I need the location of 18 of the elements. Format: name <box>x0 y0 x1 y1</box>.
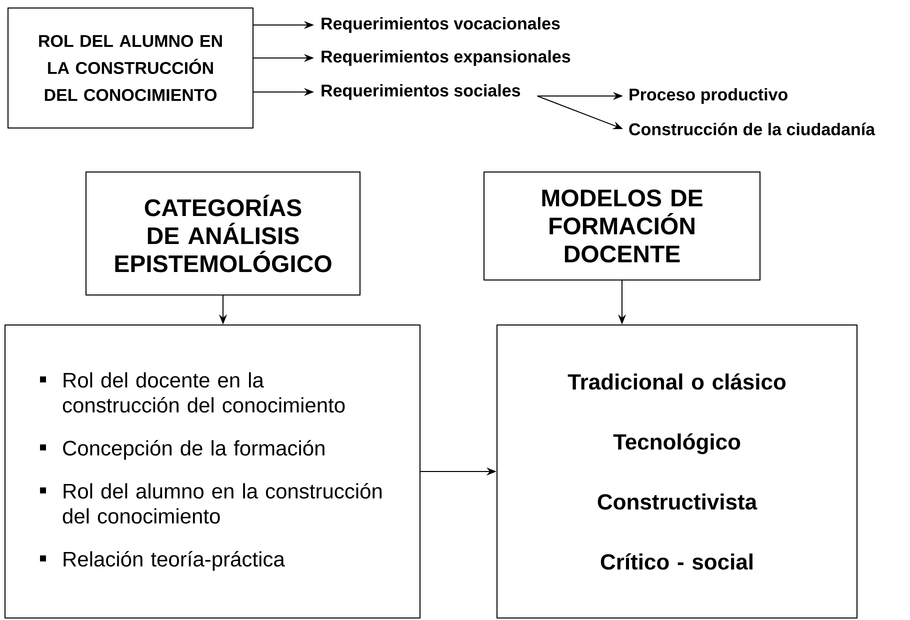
list-box <box>4 324 420 618</box>
list-item: Rol del alumno en la construcción del conocimiento <box>62 482 382 524</box>
model-box <box>496 324 858 618</box>
model-name: Tecnológico <box>613 433 740 454</box>
label-text: Proceso productivo <box>630 88 788 104</box>
heading-box: MODELOS DE FORMACIÓN DOCENTE <box>484 172 760 280</box>
label-text: Requerimientos expansionales <box>322 50 570 66</box>
label-text: Construcción de la ciudadanía <box>629 122 876 136</box>
model-name: Constructivista <box>598 494 758 510</box>
label-text: Requerimientos sociales <box>322 84 520 100</box>
concept-box: ROL DEL ALUMNO EN LA CONSTRUCCIÓN DEL CONOCIMIENTO <box>8 8 254 128</box>
model-name: Crítico - social <box>600 553 752 570</box>
list-item: Rol del docente en la construcción del conocimiento <box>62 372 345 413</box>
model-name: Tradicional o clásico <box>568 373 786 390</box>
label-text: Requerimientos vocacionales <box>322 17 560 33</box>
list-item: Concepción de la formación <box>63 440 324 460</box>
list-item: Relación teoría-práctica <box>64 550 285 571</box>
heading-box: CATEGORÍAS DE ANÁLISIS EPISTEMOLÓGICO <box>86 172 360 296</box>
